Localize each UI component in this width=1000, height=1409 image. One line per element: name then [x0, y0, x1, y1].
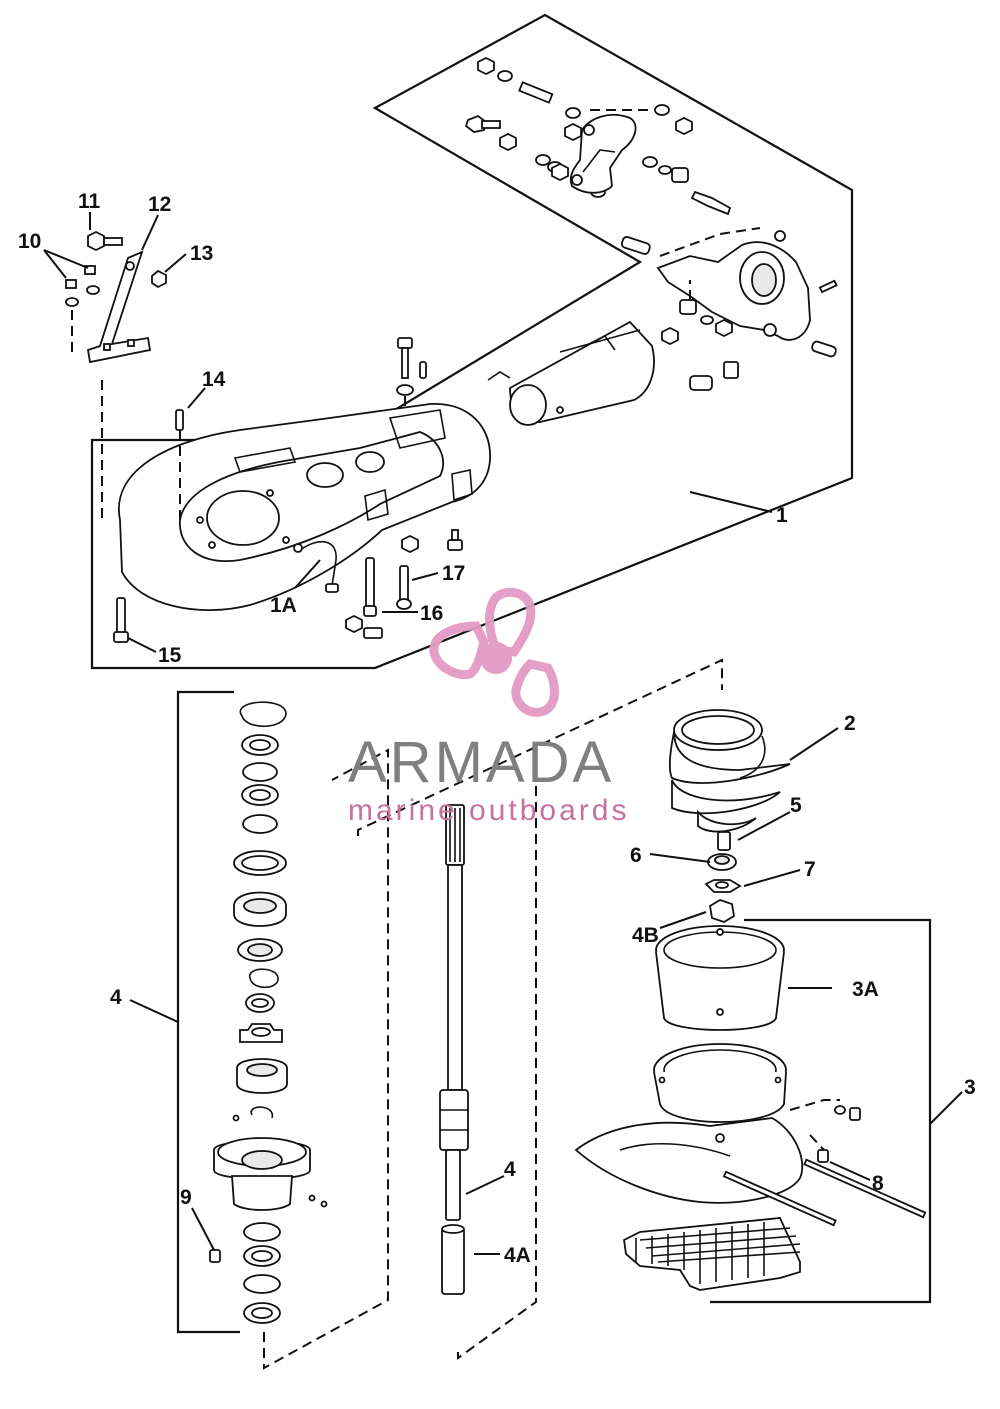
gate-bracket — [620, 227, 838, 358]
callout-8: 8 — [872, 1172, 884, 1195]
armada-watermark: ARMADA marine outboards — [348, 587, 629, 827]
pin-14 — [175, 409, 184, 431]
callout-10: 10 — [18, 230, 41, 253]
impeller-hardware — [704, 853, 742, 923]
callout-15: 15 — [158, 644, 182, 667]
watermark-name: ARMADA — [348, 730, 614, 795]
callout-17: 17 — [442, 562, 465, 585]
pump-housing — [118, 403, 491, 611]
callout-3A: 3A — [852, 978, 879, 1001]
bearing-stack — [209, 701, 328, 1324]
callout-5: 5 — [790, 794, 802, 817]
callout-4A: 4A — [504, 1244, 531, 1267]
callout-7: 7 — [804, 858, 816, 881]
top-hardware — [464, 56, 732, 216]
callout-4-shaft: 4 — [504, 1158, 516, 1181]
callout-3: 3 — [964, 1076, 976, 1099]
grate-rods — [722, 1158, 927, 1227]
wear-ring — [655, 925, 785, 1031]
nozzle-housing — [574, 1043, 804, 1204]
callout-12: 12 — [148, 193, 171, 216]
callout-1A: 1A — [270, 594, 297, 617]
callout-16: 16 — [420, 602, 443, 625]
gate-hardware — [661, 280, 739, 391]
callout-1: 1 — [776, 504, 788, 527]
callout-4B: 4B — [632, 924, 659, 947]
callout-4-left: 4 — [110, 986, 122, 1009]
impeller — [668, 709, 791, 851]
group-dash-4 — [263, 748, 389, 1370]
callout-labels: 11 12 13 10 14 1 1A 17 16 15 2 5 6 7 4B … — [18, 190, 976, 1267]
ride-plate-bracket — [65, 230, 167, 364]
callout-6: 6 — [630, 844, 642, 867]
callout-11: 11 — [78, 190, 101, 213]
propeller-icon — [429, 587, 559, 717]
watermark-tagline: marine outboards — [348, 794, 629, 827]
steering-sleeve — [487, 320, 655, 426]
callout-14: 14 — [202, 368, 226, 391]
leader-lines — [43, 212, 963, 1255]
group-outline-1 — [90, 13, 854, 670]
callout-9: 9 — [180, 1186, 192, 1209]
intake-grate — [623, 1217, 801, 1291]
drive-shaft — [439, 804, 469, 1295]
callout-2: 2 — [844, 712, 856, 735]
housing-bottom-fasteners — [113, 529, 463, 643]
group-dash-shaft — [357, 658, 723, 1360]
group-outline-3 — [710, 918, 932, 1304]
callout-13: 13 — [190, 242, 213, 265]
nozzle-fasteners — [789, 1099, 861, 1163]
group-outline-4 — [176, 690, 240, 1334]
